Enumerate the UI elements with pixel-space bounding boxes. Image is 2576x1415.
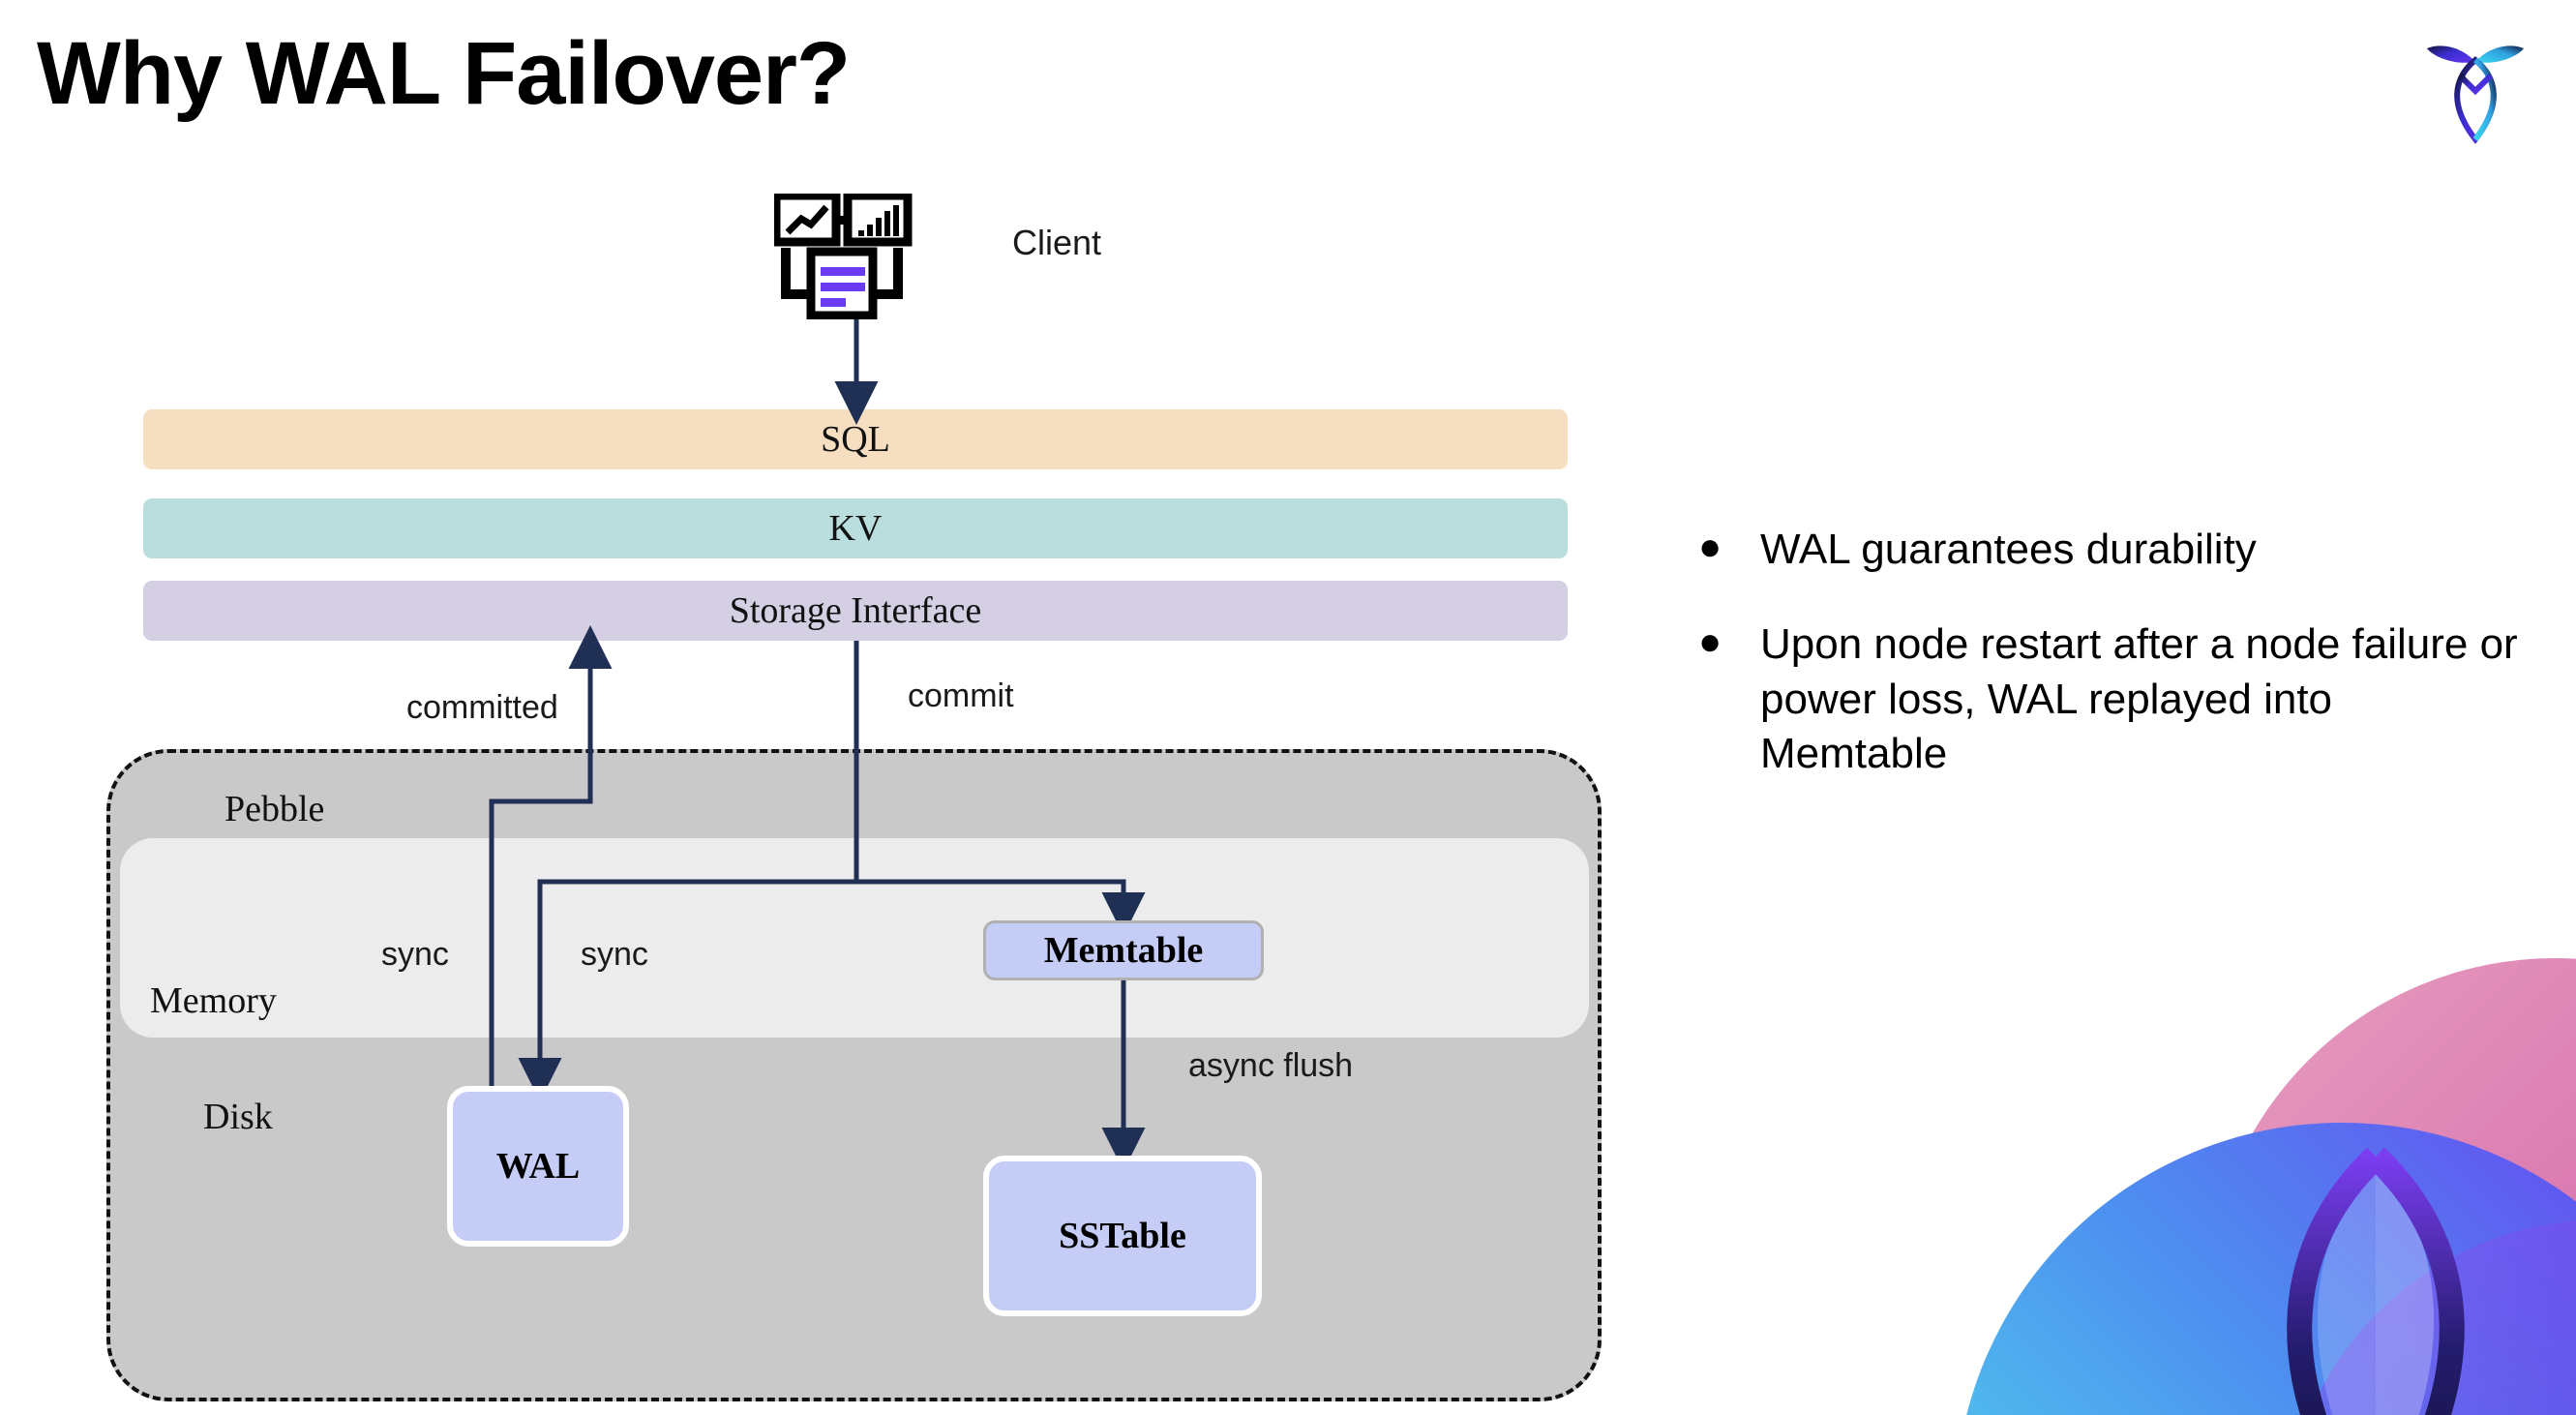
list-item: ● Upon node restart after a node failure… [1698,617,2531,781]
layer-bar-kv: KV [143,498,1568,558]
list-item: ● WAL guarantees durability [1698,523,2531,577]
edge-label-commit: commit [908,677,1014,714]
node-memtable-label: Memtable [1043,930,1204,971]
edge-label-sync-right: sync [581,936,648,973]
node-sstable-label: SSTable [1059,1216,1186,1256]
client-label: Client [1012,223,1102,262]
layer-bar-storage-interface: Storage Interface [143,581,1568,641]
bullet-text: Upon node restart after a node failure o… [1760,620,2518,777]
node-wal-label: WAL [495,1146,581,1187]
client-dashboard-icon [771,191,929,320]
bullet-text: WAL guarantees durability [1760,526,2257,573]
layer-bar-kv-label: KV [828,508,883,549]
node-wal: WAL [447,1086,629,1247]
layer-bar-storage-interface-label: Storage Interface [729,590,982,631]
cockroachdb-logo [2411,33,2539,151]
edge-label-async-flush: async flush [1188,1047,1354,1084]
pebble-label: Pebble [225,789,325,829]
bullet-marker-icon: ● [1698,526,1722,568]
disk-label: Disk [203,1097,273,1137]
layer-bar-sql: SQL [143,409,1568,469]
edge-label-committed: committed [406,689,558,726]
memory-region [120,838,1589,1038]
bullet-list: ● WAL guarantees durability ● Upon node … [1698,523,2531,822]
memory-label: Memory [150,980,277,1021]
node-sstable: SSTable [983,1156,1262,1316]
decorative-logo-art [1935,919,2576,1415]
edge-label-sync-left: sync [381,936,449,973]
layer-bar-sql-label: SQL [821,419,890,460]
node-memtable: Memtable [983,920,1264,980]
page-title: Why WAL Failover? [37,24,851,123]
bullet-marker-icon: ● [1698,620,1722,664]
